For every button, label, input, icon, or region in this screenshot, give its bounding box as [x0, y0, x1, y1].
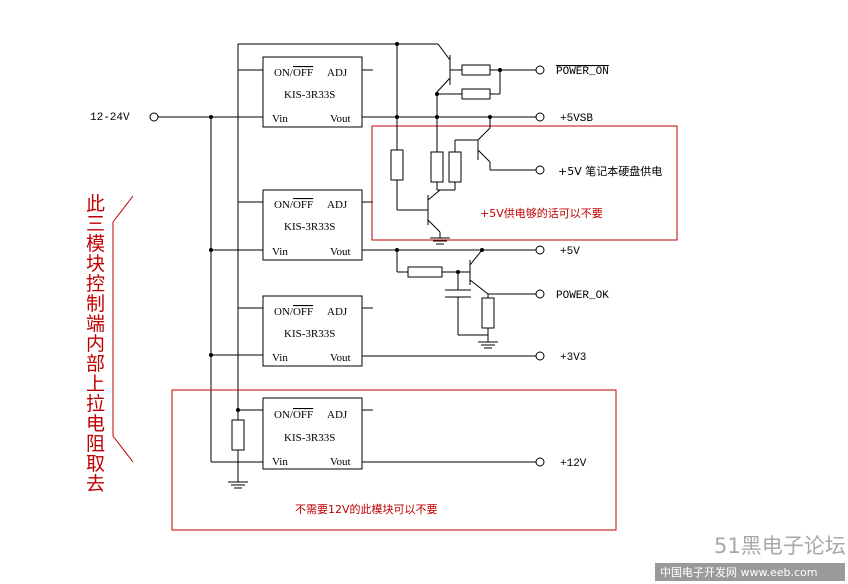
module-4-part-label: KIS-3R33S: [284, 432, 335, 444]
power-ok-resistor: [407, 266, 443, 278]
junction-dot: [209, 115, 213, 119]
resistor: [390, 149, 404, 181]
side-annotation: 此三模块控制端内部上拉电阻取去: [86, 193, 134, 495]
module-4-box: [262, 397, 363, 470]
v3v3-output: +3V3: [362, 351, 586, 364]
pullup-removed-note: 此三模块控制端内部上拉电阻取去: [86, 193, 105, 495]
module-4-vin-label: Vin: [272, 456, 288, 468]
forum-watermark: 51黑电子论坛: [714, 534, 846, 558]
module-1-box: [262, 56, 363, 128]
module-3-vin-label: Vin: [272, 352, 288, 364]
pullup-note-char: 上: [86, 373, 105, 395]
pullup-note-char: 去: [86, 473, 105, 495]
module-2-box: [262, 189, 363, 261]
watermark-band: [655, 563, 845, 581]
module-1-onoff-label: ON/OFF: [274, 67, 313, 79]
pullup-note-char: 三: [86, 213, 105, 235]
power-ok-pulldown: [481, 297, 495, 329]
module-3-box: [262, 295, 363, 367]
watermark: 51黑电子论坛 中国电子开发网 www.eeb.com: [655, 534, 846, 581]
pullup-note-char: 部: [86, 353, 105, 375]
module-4: ON/OFF ADJ KIS-3R33S Vin Vout: [262, 397, 363, 470]
v12-terminal: [535, 457, 545, 467]
optional-12v-note: 不需要12V的此模块可以不要: [295, 502, 438, 516]
pullup-note-char: 块: [86, 253, 105, 275]
notebook-5v-circuit: +5V 笔记本硬盘供电 +5V供电够的话可以不要: [371, 44, 678, 245]
junction-dot: [209, 353, 213, 357]
v12-label: +12V: [560, 458, 587, 470]
pullup-note-char: 端: [86, 313, 105, 335]
junction-dot: [209, 248, 213, 252]
module-2: ON/OFF ADJ KIS-3R33S Vin Vout: [262, 189, 363, 261]
power-ok-terminal: [535, 289, 545, 299]
module-2-adj-label: ADJ: [327, 199, 348, 211]
pullup-note-char: 拉: [86, 393, 105, 415]
junction-dot: [435, 92, 439, 96]
side-bracket: [112, 195, 134, 463]
power-on-terminal: [535, 65, 545, 75]
v5-label: +5V: [560, 246, 580, 258]
junction-dot: [480, 248, 484, 252]
v3v3-label: +3V3: [560, 352, 586, 364]
power-on-label: POWER_ON: [556, 66, 609, 78]
pullup-note-char: 取: [86, 453, 105, 475]
v5vsb-terminal: [535, 112, 545, 122]
pullup-note-char: 此: [86, 193, 105, 215]
notebook-5v-terminal: [535, 165, 545, 175]
power-ok-label: POWER_OK: [556, 290, 609, 302]
module-4-vout-label: Vout: [330, 456, 351, 468]
pullup-note-char: 阻: [86, 433, 105, 455]
module-3: ON/OFF ADJ KIS-3R33S Vin Vout: [262, 295, 363, 367]
module-3-part-label: KIS-3R33S: [284, 328, 335, 340]
pullup-note-char: 模: [86, 233, 105, 255]
pullup-note-char: 电: [86, 413, 105, 435]
module-1-vout-label: Vout: [330, 113, 351, 125]
module-2-vout-label: Vout: [330, 246, 351, 258]
module-3-onoff-label: ON/OFF: [274, 306, 313, 318]
resistor: [448, 151, 462, 183]
input-voltage-label: 12-24V: [90, 112, 130, 124]
pulldown-resistor: [231, 419, 245, 451]
module-1-adj-label: ADJ: [327, 67, 348, 79]
pullup-resistor: [461, 88, 491, 100]
pullup-note-char: 制: [86, 293, 105, 315]
module-2-vin-label: Vin: [272, 246, 288, 258]
v3v3-terminal: [535, 351, 545, 361]
v5vsb-label: +5VSB: [560, 113, 593, 125]
v5-terminal: [535, 245, 545, 255]
module-3-adj-label: ADJ: [327, 306, 348, 318]
module-1: ON/OFF ADJ KIS-3R33S Vin Vout: [262, 56, 363, 128]
pullup-note-char: 内: [86, 333, 105, 355]
junction-dot: [488, 115, 492, 119]
power-on-circuit: POWER_ON: [435, 43, 609, 117]
module-4-onoff-label: ON/OFF: [274, 409, 313, 421]
optional-12v-box: [171, 389, 617, 531]
module-1-vin-label: Vin: [272, 113, 288, 125]
site-watermark: 中国电子开发网 www.eeb.com: [660, 565, 817, 579]
optional-5v-box: [371, 125, 678, 241]
module-2-part-label: KIS-3R33S: [284, 221, 335, 233]
v12-output: +12V 不需要12V的此模块可以不要: [171, 389, 617, 531]
module-3-vout-label: Vout: [330, 352, 351, 364]
input-rail: 12-24V: [90, 42, 438, 489]
optional-5v-note: +5V供电够的话可以不要: [480, 206, 603, 220]
input-terminal: [149, 112, 159, 122]
notebook-5v-label: +5V 笔记本硬盘供电: [558, 164, 662, 178]
v5-output: +5V POWER_OK: [362, 245, 609, 349]
pullup-note-char: 控: [86, 273, 105, 295]
v5vsb-output: +5VSB: [362, 112, 593, 125]
adj-stubs: [362, 69, 373, 411]
resistor: [430, 151, 444, 183]
module-4-adj-label: ADJ: [327, 409, 348, 421]
base-resistor: [461, 64, 491, 76]
module-2-onoff-label: ON/OFF: [274, 199, 313, 211]
module-1-part-label: KIS-3R33S: [284, 89, 335, 101]
